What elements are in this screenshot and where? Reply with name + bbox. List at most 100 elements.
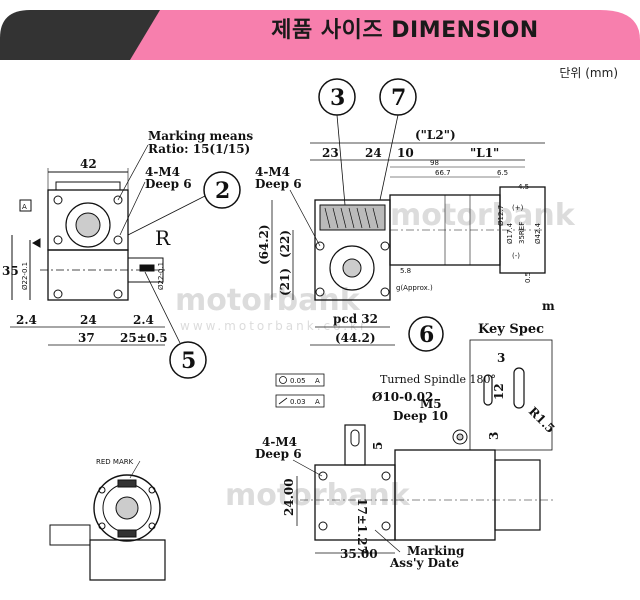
dim-42: 42	[80, 157, 97, 171]
svg-text:6: 6	[419, 322, 434, 348]
front-view: 42 35 Ø22-0.1 Ø22-0.1 A 2.4 24 2.4 37 25…	[2, 129, 253, 346]
bottom-shaft	[344, 424, 366, 466]
watermark: motorbank www.motorbank.co.kr motorbank …	[175, 198, 576, 513]
front-body	[47, 249, 129, 301]
round-base-left	[49, 524, 91, 546]
side-depth: Deep 6	[255, 177, 302, 191]
dim-17: 17±1.27	[355, 498, 369, 554]
front-hole-tl	[53, 195, 63, 205]
dim-66-7: 66.7	[435, 169, 451, 177]
side-endcap	[499, 186, 546, 274]
tol-box-1	[275, 373, 325, 387]
round-shaft	[115, 496, 139, 520]
dim-35ref: 35REF	[518, 222, 526, 244]
bottom-depth: Deep 6	[255, 447, 302, 461]
front-key	[139, 264, 155, 272]
dim-5-8: 5.8	[400, 267, 411, 275]
letter-r: R	[155, 226, 171, 250]
front-flange-top	[55, 181, 121, 190]
banner-shapes	[0, 10, 640, 60]
marking-ratio: Ratio: 15(1/15)	[148, 142, 250, 156]
dim-pcd: pcd 32	[333, 312, 378, 326]
page-title: 제품 사이즈 DIMENSION	[271, 18, 539, 43]
dim-42-4: Ø42.4	[534, 222, 542, 244]
dim-4-5: 4.5	[518, 183, 529, 191]
round-outer	[93, 474, 161, 542]
svg-text:3: 3	[330, 85, 345, 111]
tol-1: 0.05	[290, 377, 306, 385]
front-thread: 4-M4	[145, 165, 180, 179]
round-view: RED MARK	[49, 458, 166, 581]
dim-21: (21)	[278, 268, 292, 296]
dim-24-front: 24	[80, 313, 97, 327]
side-view: ("L2") 23 24 10 "L1" 98 66.7 6.5 4.5 (64…	[255, 128, 555, 346]
front-hole-br	[113, 235, 123, 245]
dim-2-4-right: 2.4	[133, 313, 154, 327]
dim-5: 5	[371, 442, 385, 450]
banner-pink-band	[120, 10, 640, 60]
side-wheel	[329, 245, 375, 291]
dim-64-2: (64.2)	[257, 224, 271, 265]
watermark-url: www.motorbank.co.kr	[180, 319, 368, 333]
dim-98: 98	[430, 159, 439, 167]
bottom-endcap	[494, 459, 541, 531]
dim-24-bottom: 24.00	[282, 478, 296, 516]
front-depth: Deep 6	[145, 177, 192, 191]
callout-5	[169, 341, 207, 379]
dim-10: 10	[397, 146, 414, 160]
front-foot-r	[113, 289, 123, 299]
bottom-view: 0.05 A 0.03 A Turned Spindle 180° Ø10-0.…	[255, 373, 555, 570]
header-banner: 제품 사이즈 DIMENSION	[0, 0, 640, 60]
front-shaft	[75, 212, 101, 238]
key-d12: 12	[492, 383, 506, 400]
svg-text:A: A	[315, 377, 320, 385]
tol-2: 0.03	[290, 398, 306, 406]
front-output-shaft	[127, 257, 164, 283]
round-base	[89, 539, 166, 581]
dim-0-5: 0.5	[524, 272, 532, 283]
key-d3-top: 3	[497, 351, 505, 365]
dim-35: 35	[2, 264, 19, 278]
key-spec: Key Spec 3 12 R1.5 3	[469, 322, 558, 451]
dim-2-4-left: 2.4	[16, 313, 37, 327]
terminal-plus: (+)	[512, 204, 524, 212]
terminal-minus: (-)	[512, 252, 520, 260]
front-hole-bl	[53, 235, 63, 245]
dim-23: 23	[322, 146, 339, 160]
svg-text:7: 7	[391, 85, 406, 111]
assy-date: Ass'y Date	[389, 556, 459, 570]
dim-dia-left: Ø22-0.1	[21, 262, 29, 290]
dim-35: 35.00	[340, 547, 378, 561]
callouts: 2 3 7 5 6	[127, 78, 444, 379]
callout-2	[203, 171, 241, 209]
dim-12-7: Ø12.7	[497, 205, 505, 226]
dim-l1: "L1"	[470, 146, 499, 160]
dim-dia10: Ø10-0.02	[372, 390, 433, 404]
tol-box-2	[275, 394, 325, 408]
watermark-brand-2: motorbank	[390, 198, 576, 233]
bottom-motor	[394, 449, 496, 541]
marking-label: Marking	[407, 544, 465, 558]
dim-24-side: 24	[365, 146, 382, 160]
key-d3-bot: 3	[487, 432, 501, 440]
key-r1-5: R1.5	[526, 404, 558, 436]
key-spec-title: Key Spec	[478, 322, 544, 337]
front-bore	[65, 202, 111, 248]
spindle-note: Turned Spindle 180°	[380, 373, 496, 386]
front-foot-l	[53, 289, 63, 299]
dim-37: 37	[78, 331, 95, 345]
red-mark: RED MARK	[96, 458, 134, 466]
banner-dark-band	[0, 10, 160, 60]
dim-m5: M5	[420, 397, 442, 411]
datum-a: A	[22, 203, 27, 211]
dim-l2: ("L2")	[415, 128, 456, 142]
svg-text:5: 5	[181, 348, 196, 374]
svg-text:2: 2	[215, 178, 230, 204]
datum-box	[19, 199, 32, 212]
dim-6-5: 6.5	[497, 169, 508, 177]
dim-dia-right: Ø22-0.1	[157, 262, 165, 290]
watermark-brand-3: motorbank	[225, 478, 411, 513]
bottom-thread: 4-M4	[262, 435, 297, 449]
front-hole-tr	[113, 195, 123, 205]
